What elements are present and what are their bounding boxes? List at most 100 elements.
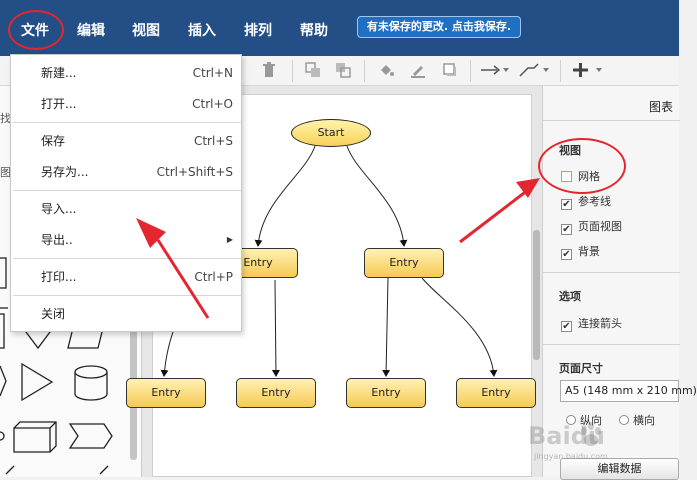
menu-item-label: 保存 xyxy=(41,134,66,148)
menu-item-save[interactable]: 保存 Ctrl+S xyxy=(11,129,243,153)
menu-help[interactable]: 帮助 xyxy=(300,23,328,39)
landscape-radio[interactable] xyxy=(619,415,629,425)
page-size-heading: 页面尺寸 xyxy=(559,362,603,375)
background-option[interactable]: ✔ 背景 xyxy=(561,243,600,260)
menu-item-export[interactable]: 导出.. ▶ xyxy=(11,228,243,252)
red-arrow-grid xyxy=(459,188,529,244)
menu-separator xyxy=(13,258,241,259)
page-view-label: 页面视图 xyxy=(578,220,622,233)
search-label-fragment: 找 xyxy=(0,112,11,125)
background-checkbox[interactable]: ✔ xyxy=(561,249,572,260)
menu-item-label: 新建... xyxy=(41,66,77,80)
menu-item-label: 另存为... xyxy=(41,165,89,179)
shadow-icon[interactable] xyxy=(442,62,458,80)
entry-node[interactable]: Entry xyxy=(126,378,206,408)
entry-node[interactable]: Entry xyxy=(236,378,316,408)
connection-arrows-checkbox[interactable]: ✔ xyxy=(561,321,572,332)
submenu-arrow-icon: ▶ xyxy=(226,235,233,244)
menu-item-print[interactable]: 打印... Ctrl+P xyxy=(11,265,243,289)
paw-icon xyxy=(581,422,601,446)
partial-shape-icon xyxy=(0,365,7,397)
menu-edit[interactable]: 编辑 xyxy=(77,23,105,39)
guides-option[interactable]: ✔ 参考线 xyxy=(561,193,611,210)
divider xyxy=(543,272,680,273)
landscape-label: 横向 xyxy=(633,414,655,427)
canvas-scrollbar[interactable] xyxy=(533,230,540,360)
menu-separator xyxy=(13,295,241,296)
menu-separator xyxy=(13,190,241,191)
divider xyxy=(543,344,680,345)
entry-node[interactable]: Entry xyxy=(456,378,536,408)
menu-item-shortcut: Ctrl+S xyxy=(193,134,233,148)
grid-highlight-circle xyxy=(538,138,626,194)
menu-item-shortcut: Ctrl+O xyxy=(192,97,233,111)
toolbar-separator xyxy=(364,60,365,82)
portrait-radio[interactable] xyxy=(566,415,576,425)
menu-item-shortcut: Ctrl+P xyxy=(194,270,233,284)
section-label-fragment: 图 xyxy=(0,166,11,179)
entry-node[interactable]: Entry xyxy=(346,378,426,408)
delete-icon[interactable] xyxy=(262,62,276,80)
orientation-options: 纵向 横向 xyxy=(566,412,655,428)
menu-item-label: 打开... xyxy=(41,97,77,111)
menu-item-label: 导出.. xyxy=(41,233,73,247)
watermark-subtitle: jingyan.baidu.com xyxy=(534,452,608,461)
menu-insert[interactable]: 插入 xyxy=(188,23,216,39)
partial-shape-icon xyxy=(0,313,5,349)
shape-palette xyxy=(0,257,113,475)
panel-tab-diagram[interactable]: 图表 xyxy=(648,100,673,114)
baidu-watermark: Baidu jingyan.baidu.com xyxy=(528,418,673,468)
triangle-shape-icon xyxy=(21,362,54,402)
menu-view[interactable]: 视图 xyxy=(132,23,160,39)
rectangle-shape-icon xyxy=(0,257,7,289)
page-view-option[interactable]: ✔ 页面视图 xyxy=(561,218,622,235)
options-heading: 选项 xyxy=(559,290,581,303)
unsaved-changes-button[interactable]: 有未保存的更改. 点击我保存. xyxy=(357,16,521,38)
triangle-down-shape-icon xyxy=(19,323,57,350)
file-dropdown-menu: 新建... Ctrl+N 打开... Ctrl+O 保存 Ctrl+S 另存为... C… xyxy=(10,54,242,332)
connector-line xyxy=(254,145,316,247)
red-arrowhead-icon xyxy=(516,178,540,198)
menu-separator xyxy=(13,122,241,123)
menu-item-open[interactable]: 打开... Ctrl+O xyxy=(11,92,243,116)
divider xyxy=(543,120,680,121)
start-node[interactable]: Start xyxy=(291,119,371,147)
menu-item-label: 打印... xyxy=(41,270,77,284)
entry-node[interactable]: Entry xyxy=(364,248,444,278)
menu-item-label: 关闭 xyxy=(41,307,66,321)
guides-label: 参考线 xyxy=(578,195,611,208)
guides-checkbox[interactable]: ✔ xyxy=(561,199,572,210)
page-size-select[interactable]: A5 (148 mm x 210 mm) xyxy=(560,380,697,402)
annotation-arrows xyxy=(136,178,540,319)
connection-arrow-icon[interactable] xyxy=(480,62,510,80)
menubar: 文件 编辑 视图 插入 排列 帮助 有未保存的更改. 点击我保存. xyxy=(0,0,679,56)
menu-arrange[interactable]: 排列 xyxy=(244,23,272,39)
connector-line xyxy=(382,277,391,377)
cylinder-shape-icon xyxy=(74,372,108,401)
menu-item-shortcut: Ctrl+Shift+S xyxy=(156,165,233,179)
fill-color-icon[interactable] xyxy=(378,62,394,80)
toolbar-separator xyxy=(470,60,471,82)
connector-line xyxy=(421,277,498,377)
background-label: 背景 xyxy=(578,245,600,258)
connection-arrows-label: 连接箭头 xyxy=(578,317,622,330)
menu-item-new[interactable]: 新建... Ctrl+N xyxy=(11,61,243,85)
waypoints-icon[interactable] xyxy=(518,62,550,80)
menu-item-label: 导入... xyxy=(41,202,77,216)
step-shape-icon xyxy=(68,423,113,449)
red-arrow-import xyxy=(156,239,210,319)
red-arrowhead-icon xyxy=(136,218,166,248)
page-view-checkbox[interactable]: ✔ xyxy=(561,224,572,235)
insert-plus-icon[interactable] xyxy=(572,62,606,80)
edit-data-button[interactable]: 编辑数据 xyxy=(560,458,679,480)
toolbar-separator xyxy=(292,60,293,82)
connector-line xyxy=(346,145,408,247)
menu-item-import[interactable]: 导入... xyxy=(11,197,243,221)
menu-item-close[interactable]: 关闭 xyxy=(11,302,243,326)
connection-arrows-option[interactable]: ✔ 连接箭头 xyxy=(561,315,622,332)
menu-item-shortcut: Ctrl+N xyxy=(192,66,233,80)
menu-item-save-as[interactable]: 另存为... Ctrl+Shift+S xyxy=(11,160,243,184)
line-color-icon[interactable] xyxy=(410,62,426,80)
to-front-icon[interactable] xyxy=(305,62,321,80)
to-back-icon[interactable] xyxy=(335,62,351,80)
